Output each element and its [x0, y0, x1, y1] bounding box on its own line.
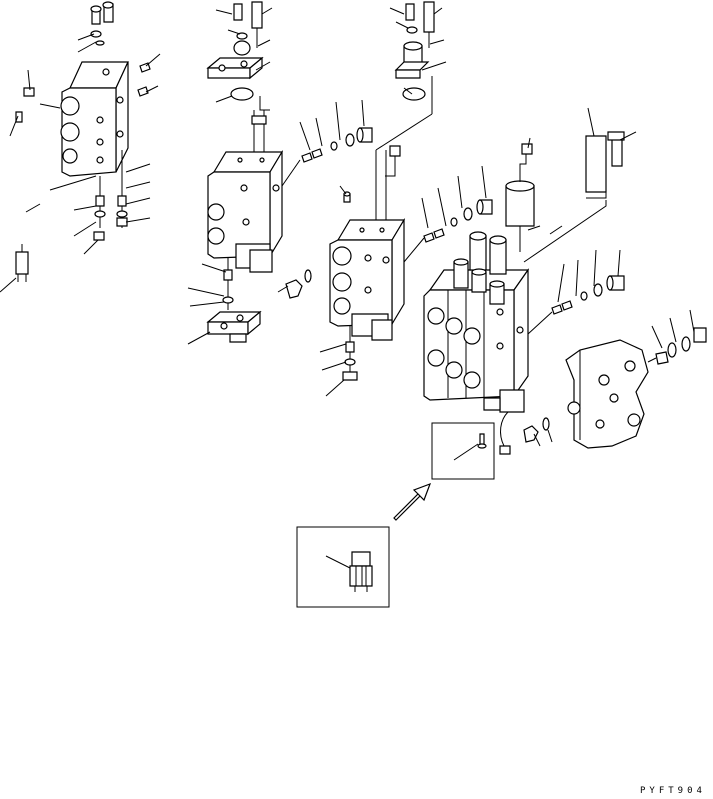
- second-lower-parts: [208, 258, 260, 342]
- end-cover: [566, 328, 706, 448]
- left-valve-section: [0, 2, 160, 292]
- main-right-fittings: [500, 276, 624, 454]
- drawing-code: PYFT904: [640, 786, 706, 796]
- main-leader-lines: [528, 108, 694, 446]
- third-top-parts: [376, 2, 434, 150]
- left-leader-lines: [0, 34, 160, 292]
- main-solenoid-parts: [506, 144, 534, 252]
- left-lower-parts: [16, 150, 127, 282]
- third-side-parts: [404, 200, 492, 262]
- third-valve-block: [330, 146, 404, 340]
- third-leader-lines: [320, 8, 486, 396]
- left-side-fittings: [16, 63, 150, 122]
- left-valve-block: [61, 62, 128, 176]
- left-top-bolts: [91, 2, 113, 45]
- second-valve-block: [208, 110, 282, 272]
- main-valve-stack: [424, 232, 528, 412]
- third-lower-parts: [343, 326, 357, 380]
- main-valve-assembly: [424, 108, 706, 454]
- upper-detail-inset: [432, 423, 494, 479]
- second-leader-lines: [188, 8, 364, 344]
- second-valve-section: [188, 2, 372, 344]
- third-valve-section: [320, 2, 492, 396]
- bracket-parts: [524, 132, 624, 262]
- direction-arrow: [394, 484, 430, 520]
- second-side-parts: [282, 128, 372, 298]
- lower-detail-inset: [297, 527, 389, 607]
- second-top-parts: [208, 2, 270, 110]
